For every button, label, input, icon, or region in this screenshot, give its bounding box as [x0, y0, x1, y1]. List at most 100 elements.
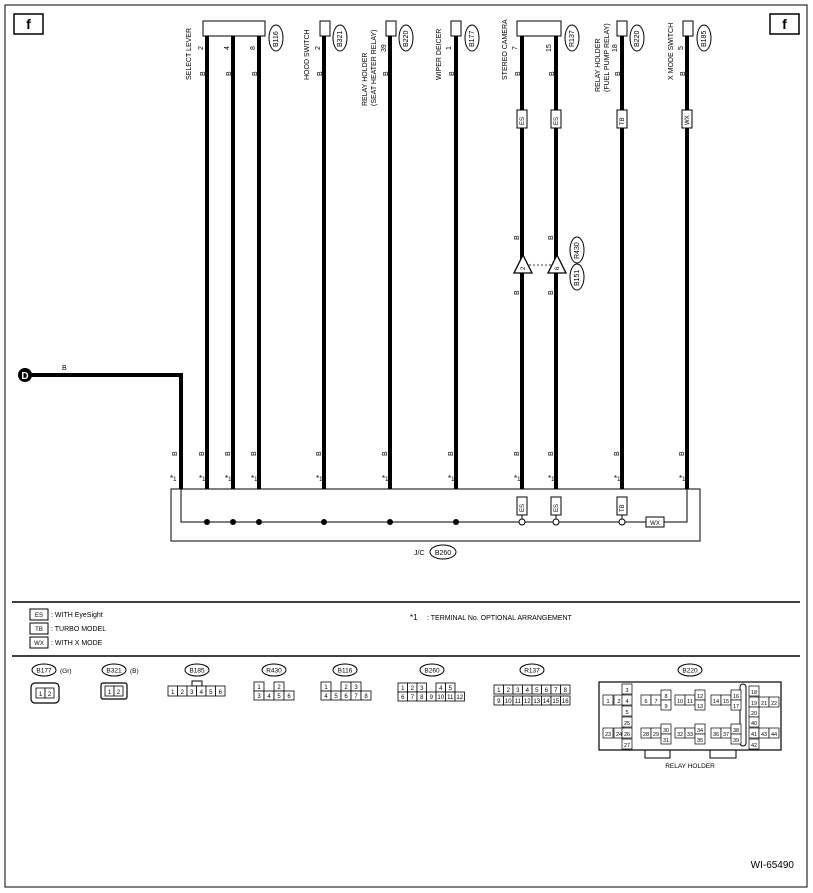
terminal-mark-star: * [448, 474, 451, 483]
connector-pin-number: 8 [664, 694, 667, 700]
connector-pin [621, 727, 633, 739]
connector-pin [602, 727, 614, 739]
connector-pin-number: 5 [625, 710, 628, 716]
option-tag-label: WX [650, 521, 660, 527]
connector-pin-number: 2 [344, 685, 348, 691]
connector-pin-number: 25 [624, 721, 630, 727]
connector-pin [730, 699, 742, 711]
note-mark: *1 [410, 613, 418, 622]
connector-pin-number: 9 [497, 699, 501, 705]
pin-number: 6 [555, 266, 561, 270]
connector-latch [191, 680, 203, 687]
terminal-mark-digit: 1 [319, 477, 323, 483]
connector-pin-number: 5 [449, 686, 453, 692]
connector-pin-number: 2 [411, 686, 415, 692]
wire-color-label: B [514, 235, 521, 240]
wire-color-labels: BB*1BB*1BB*1BB*1BB*1BB*1BB*1BB*1BB*1BB*1… [62, 71, 691, 512]
seat-heater-relay-connector-box [385, 20, 397, 37]
connector-name: B321 [106, 668, 122, 675]
stereo-camera-connector-box [516, 20, 562, 37]
connector-pin-number: 6 [219, 690, 223, 696]
connector-pin-number: 2 [117, 690, 121, 696]
connector-pin [621, 716, 633, 728]
connector-pin [660, 733, 672, 745]
junction-label: J/C [414, 550, 425, 557]
connector-pin-number: 7 [354, 694, 358, 700]
pin-number: 8 [250, 46, 257, 50]
wire-color-label: B [449, 71, 456, 76]
terminal-mark: *1 [199, 474, 206, 483]
terminal-mark: *1 [448, 474, 455, 483]
wire-color-label: B [172, 451, 179, 456]
connector-pin-number: 10 [437, 695, 444, 701]
terminal-mark-star: * [199, 474, 202, 483]
relay-holder-slot [739, 683, 747, 747]
legend: ES : WITH EyeSight TB : TURBO MODEL WX :… [29, 608, 573, 649]
terminal-mark-digit: 1 [617, 477, 621, 483]
connector-pin-number: 6 [287, 694, 291, 700]
relay-holder-bracket [644, 750, 737, 759]
connector-pin-number: 31 [663, 738, 669, 744]
wire-color-label: B [549, 71, 556, 76]
wire-color-label: B [383, 71, 390, 76]
connector-pin-number: 12 [456, 695, 463, 701]
connector-pin-number: 5 [209, 690, 213, 696]
connector-pin-number: 21 [761, 701, 767, 707]
terminal-mark: *1 [316, 474, 323, 483]
junction-node-open [518, 518, 526, 526]
legend-tag-tb [29, 622, 49, 635]
option-tag-es [516, 109, 528, 129]
connector-oval-b260 [419, 663, 445, 677]
wire-color-label: B [679, 451, 686, 456]
connector-pin [602, 694, 614, 706]
pin-number: 4 [224, 46, 231, 50]
wire-color-label: B [317, 71, 324, 76]
terminal-mark-digit: 1 [451, 477, 455, 483]
x-mode-switch-connector-box [682, 20, 694, 37]
connector-pin [560, 695, 571, 706]
corner-tag-right-label: f [782, 16, 787, 32]
connector-pin [44, 687, 55, 699]
connector-pin-number: 7 [554, 688, 558, 694]
junction-bus [180, 489, 688, 523]
option-tag-es [550, 109, 562, 129]
wire-color-label: B [382, 451, 389, 456]
wire-color-label: B [515, 71, 522, 76]
connector-pin-number: 41 [751, 732, 757, 738]
connection-point-d-label: D [21, 371, 28, 382]
wire-color-label: B [548, 235, 555, 240]
wire-color-label: B [548, 451, 555, 456]
terminal-mark: *1 [382, 474, 389, 483]
terminal-mark-star: * [170, 474, 173, 483]
connector-pin-number: 6 [644, 699, 647, 705]
connector-oval-r137 [564, 24, 580, 52]
wire-color-label: B [251, 451, 258, 456]
wire-color-label: B [225, 451, 232, 456]
connector-oval-b220 [398, 24, 414, 52]
relay-holder-caption: RELAY HOLDER [665, 763, 715, 770]
select-lever-label: SELECT LEVER [186, 28, 193, 80]
wiper-deicer-connector-box [450, 20, 462, 37]
connector-pin-number: 33 [687, 732, 693, 738]
pin-number: 2 [521, 266, 527, 270]
legend-text: : WITH X MODE [51, 640, 103, 647]
connector-pin-number: 40 [751, 721, 757, 727]
inline-connector-triangle-left [512, 253, 534, 274]
wire-color-label: B [252, 71, 259, 76]
option-tag-label: TB [620, 117, 626, 125]
legend-code: WX [34, 641, 44, 647]
pin-number: 2 [315, 46, 322, 50]
connector-pin-number: 2 [48, 692, 52, 698]
connector-pin-number: 12 [524, 699, 531, 705]
seat-heater-relay-label-1: RELAY HOLDER [362, 53, 369, 106]
connector-pin-number: 35 [697, 738, 703, 744]
connector-pin-number: 16 [562, 699, 569, 705]
connector-name: R430 [266, 668, 282, 675]
terminal-mark: *1 [614, 474, 621, 483]
connector-pin-number: 5 [334, 694, 338, 700]
connector-pin-number: 44 [771, 732, 777, 738]
connector-oval-label: B220 [634, 31, 641, 47]
option-tag-label: ES [520, 504, 526, 512]
terminal-mark-digit: 1 [202, 477, 206, 483]
